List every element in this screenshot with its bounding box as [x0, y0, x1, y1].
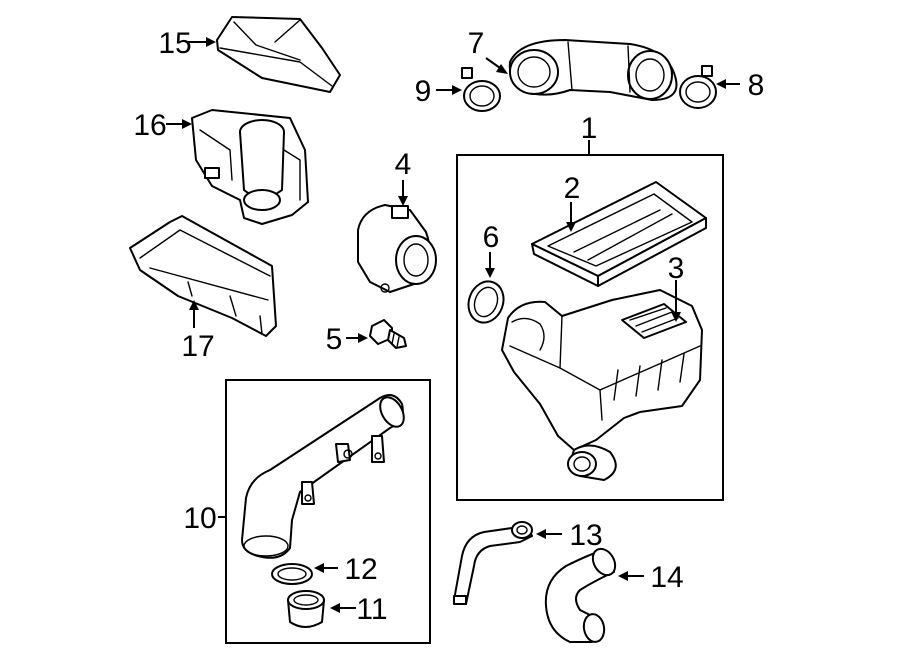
part-5-bolt[interactable] [369, 319, 407, 349]
part-7-hose[interactable] [508, 39, 678, 101]
callout-15: 15 [158, 27, 191, 60]
callout-16: 16 [133, 109, 166, 142]
callout-8: 8 [748, 69, 765, 102]
part-12-clamp[interactable] [271, 563, 313, 585]
callout-2: 2 [564, 172, 581, 205]
leader-lines [166, 37, 740, 613]
part-1-air-cleaner[interactable] [501, 289, 703, 481]
part-4-sensor[interactable] [357, 204, 437, 293]
part-17-deflector[interactable] [129, 215, 277, 337]
part-11-coupler[interactable] [287, 590, 325, 628]
callout-9: 9 [415, 75, 432, 108]
callout-11: 11 [356, 593, 387, 626]
callout-13: 13 [569, 519, 602, 552]
callout-17: 17 [181, 330, 214, 363]
callout-6: 6 [483, 221, 500, 254]
callout-5: 5 [326, 323, 343, 356]
part-8-clamp[interactable] [679, 65, 717, 109]
callout-7: 7 [468, 27, 485, 60]
part-13-tube[interactable] [453, 521, 533, 605]
callout-3: 3 [668, 252, 685, 285]
part-14-elbow-hose[interactable] [544, 545, 620, 644]
part-16-housing[interactable] [191, 109, 309, 225]
part-15-cover[interactable] [216, 16, 341, 93]
part-6-seal[interactable] [463, 276, 509, 327]
part-9-clamp[interactable] [461, 67, 501, 112]
callout-10: 10 [183, 502, 216, 535]
group-box-intake-tube [225, 379, 431, 644]
part-2-filter-cover[interactable] [531, 181, 707, 287]
part-10-intake-tube[interactable] [241, 393, 409, 559]
callout-labels: 1 2 3 4 5 6 7 8 9 10 11 12 13 14 15 16 1… [133, 27, 764, 626]
callout-14: 14 [650, 561, 683, 594]
callout-1: 1 [581, 112, 598, 145]
callout-4: 4 [395, 148, 412, 181]
callout-12: 12 [344, 553, 377, 586]
